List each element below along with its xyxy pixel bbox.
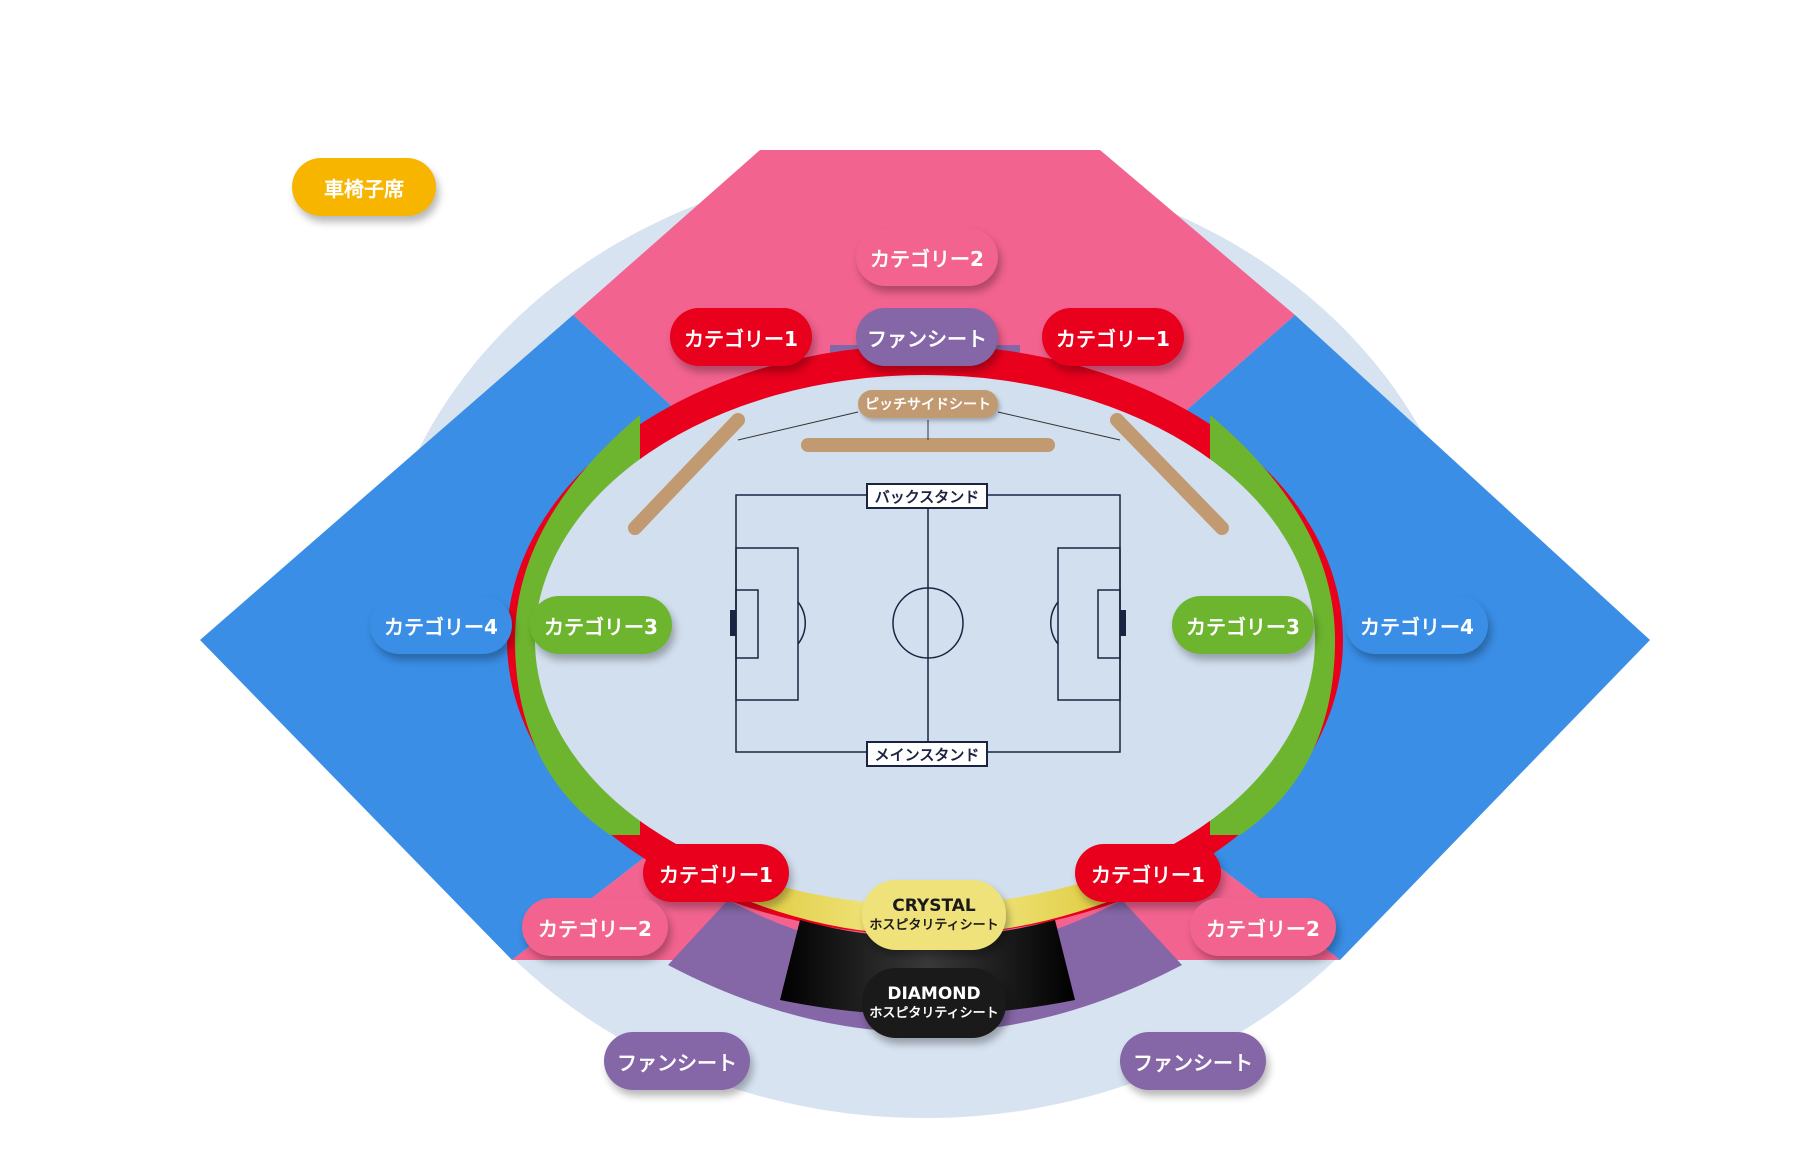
fan-seat-bottom-right-label[interactable]: ファンシート <box>1120 1032 1266 1090</box>
crystal-hospitality-label[interactable]: CRYSTAL ホスピタリティシート <box>862 880 1006 950</box>
category4-left-label[interactable]: カテゴリー4 <box>370 596 512 654</box>
pitchside-bar-left <box>628 413 745 535</box>
diamond-hospitality-label[interactable]: DIAMOND ホスピタリティシート <box>862 968 1006 1038</box>
wheelchair-legend[interactable]: 車椅子席 <box>292 158 436 216</box>
pitchside-leader-right <box>997 411 1121 441</box>
category1-bottom-left-label[interactable]: カテゴリー1 <box>643 844 789 902</box>
category3-left-label[interactable]: カテゴリー3 <box>530 596 672 654</box>
pitchside-bar-right <box>1110 413 1229 535</box>
category2-bottom-right-label[interactable]: カテゴリー2 <box>1190 898 1336 956</box>
category2-top-label[interactable]: カテゴリー2 <box>856 228 998 286</box>
pitchside-seat-label[interactable]: ピッチサイドシート <box>858 390 998 418</box>
category1-top-right-label[interactable]: カテゴリー1 <box>1042 308 1184 366</box>
fan-seat-bottom-left-label[interactable]: ファンシート <box>604 1032 750 1090</box>
goal-left <box>730 610 736 636</box>
category2-bottom-left-label[interactable]: カテゴリー2 <box>522 898 668 956</box>
category1-top-left-label[interactable]: カテゴリー1 <box>670 308 812 366</box>
category1-bottom-right-label[interactable]: カテゴリー1 <box>1075 844 1221 902</box>
wheelchair-label: 車椅子席 <box>324 176 404 201</box>
pitchside-leader-left <box>737 411 859 441</box>
category4-right-label[interactable]: カテゴリー4 <box>1346 596 1488 654</box>
category3-right-label[interactable]: カテゴリー3 <box>1172 596 1314 654</box>
fan-seat-top-label[interactable]: ファンシート <box>856 308 998 366</box>
goal-right <box>1120 610 1126 636</box>
main-stand-label: メインスタンド <box>866 741 988 767</box>
back-stand-label: バックスタンド <box>866 483 988 509</box>
